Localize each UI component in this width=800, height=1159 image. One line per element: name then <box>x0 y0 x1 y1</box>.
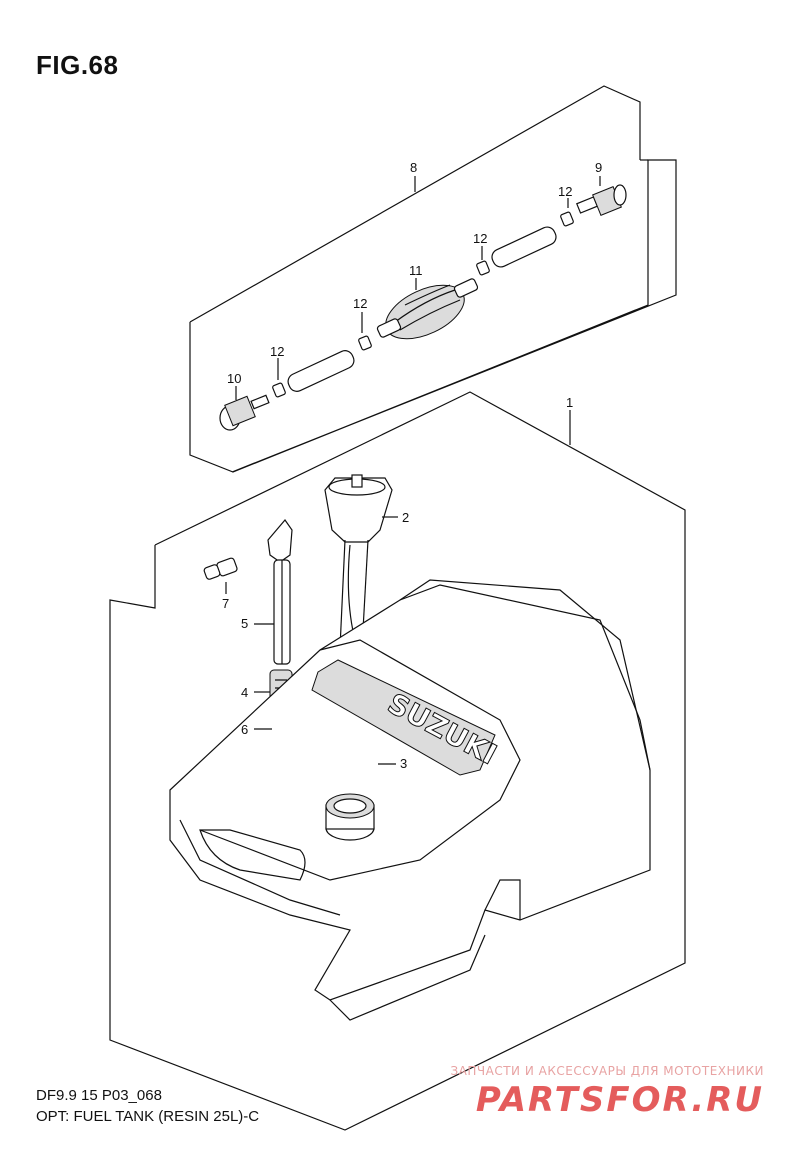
callout-7: 7 <box>222 596 229 611</box>
hose-segment-b <box>491 226 557 268</box>
leader-lines <box>225 176 601 765</box>
callout-9: 9 <box>595 160 602 175</box>
callout-12-lower: 12 <box>353 296 367 311</box>
watermark-logo: PARTSFOR.RU <box>475 1080 764 1120</box>
hose-assembly-frame <box>189 85 677 473</box>
tank-assembly-frame <box>109 391 686 1131</box>
callout-12-top: 12 <box>558 184 572 199</box>
figure-title: FIG.68 <box>36 50 119 80</box>
callout-12-left: 12 <box>270 344 284 359</box>
engine-connector-10 <box>219 394 270 431</box>
callout-5: 5 <box>241 616 248 631</box>
clamp-12b <box>358 335 372 351</box>
callout-12-mid: 12 <box>473 231 487 246</box>
clamp-12a <box>272 382 286 398</box>
callout-6: 6 <box>241 722 248 737</box>
watermark-tagline: ЗАПЧАСТИ И АКСЕССУАРЫ ДЛЯ МОТОТЕХНИКИ <box>450 1064 764 1078</box>
callout-11: 11 <box>409 263 423 278</box>
callout-8: 8 <box>410 160 417 175</box>
clamp-12c <box>476 260 490 276</box>
figure-code: DF9.9 15 P03_068 <box>36 1087 162 1104</box>
tank-connector-9 <box>576 184 627 216</box>
clamp-12d <box>560 211 574 227</box>
fuel-tank-1: SUZUKI <box>169 579 651 1021</box>
fuel-pickup-5 <box>267 519 293 665</box>
callout-4: 4 <box>241 685 248 700</box>
callout-1: 1 <box>566 395 573 410</box>
fuel-hose-line <box>219 184 627 431</box>
hose-segment-a <box>287 350 355 392</box>
vent-screw-7 <box>203 557 238 580</box>
figure-description: OPT: FUEL TANK (RESIN 25L)-C <box>36 1108 260 1125</box>
callout-3: 3 <box>400 756 407 771</box>
callout-10: 10 <box>227 371 241 386</box>
callout-2: 2 <box>402 510 409 525</box>
filler-neck <box>325 793 375 841</box>
primer-bulb-11 <box>376 278 479 340</box>
